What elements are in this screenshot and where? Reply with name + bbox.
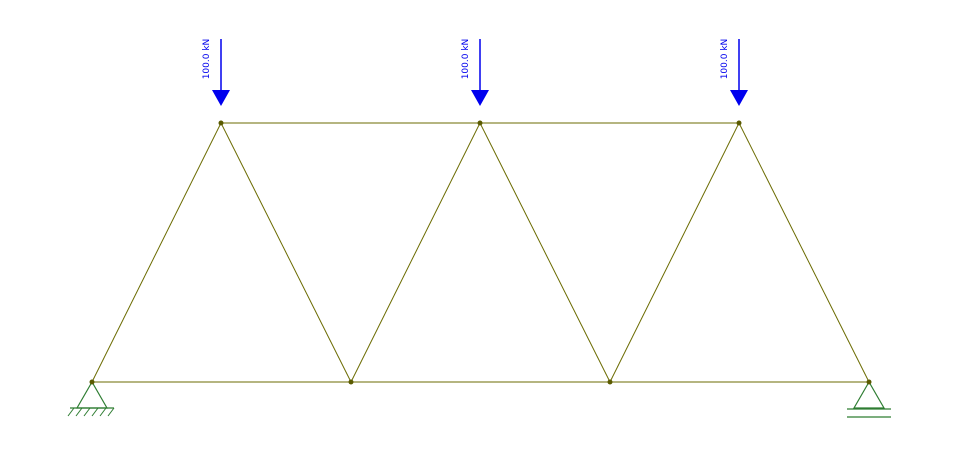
member-N5-N2 — [220, 122, 352, 383]
member-N2-N6 — [350, 122, 481, 383]
member-N3-N7 — [609, 122, 740, 383]
supports-layer — [67, 380, 891, 418]
load-label: 100.0 kN — [202, 39, 212, 80]
node-N6 — [477, 120, 483, 126]
down-arrow-icon — [212, 39, 230, 106]
members-layer — [91, 122, 870, 383]
nodes-layer — [89, 120, 872, 385]
node-N2 — [348, 379, 354, 385]
pinned-support-icon — [67, 380, 115, 417]
load-N5: 100.0 kN — [202, 39, 230, 106]
member-N7-N4 — [738, 122, 870, 383]
load-N6: 100.0 kN — [461, 39, 489, 106]
roller-support-icon — [847, 380, 891, 418]
node-N4 — [866, 379, 872, 385]
member-N6-N3 — [479, 122, 611, 383]
loads-layer: 100.0 kN 100.0 kN 100.0 kN — [202, 39, 748, 106]
node-N5 — [218, 120, 224, 126]
node-N3 — [607, 379, 613, 385]
load-label: 100.0 kN — [461, 39, 471, 80]
load-label: 100.0 kN — [720, 39, 730, 80]
down-arrow-icon — [730, 39, 748, 106]
load-N7: 100.0 kN — [720, 39, 748, 106]
down-arrow-icon — [471, 39, 489, 106]
node-N7 — [736, 120, 742, 126]
member-N1-N5 — [91, 122, 222, 383]
node-N1 — [89, 379, 95, 385]
